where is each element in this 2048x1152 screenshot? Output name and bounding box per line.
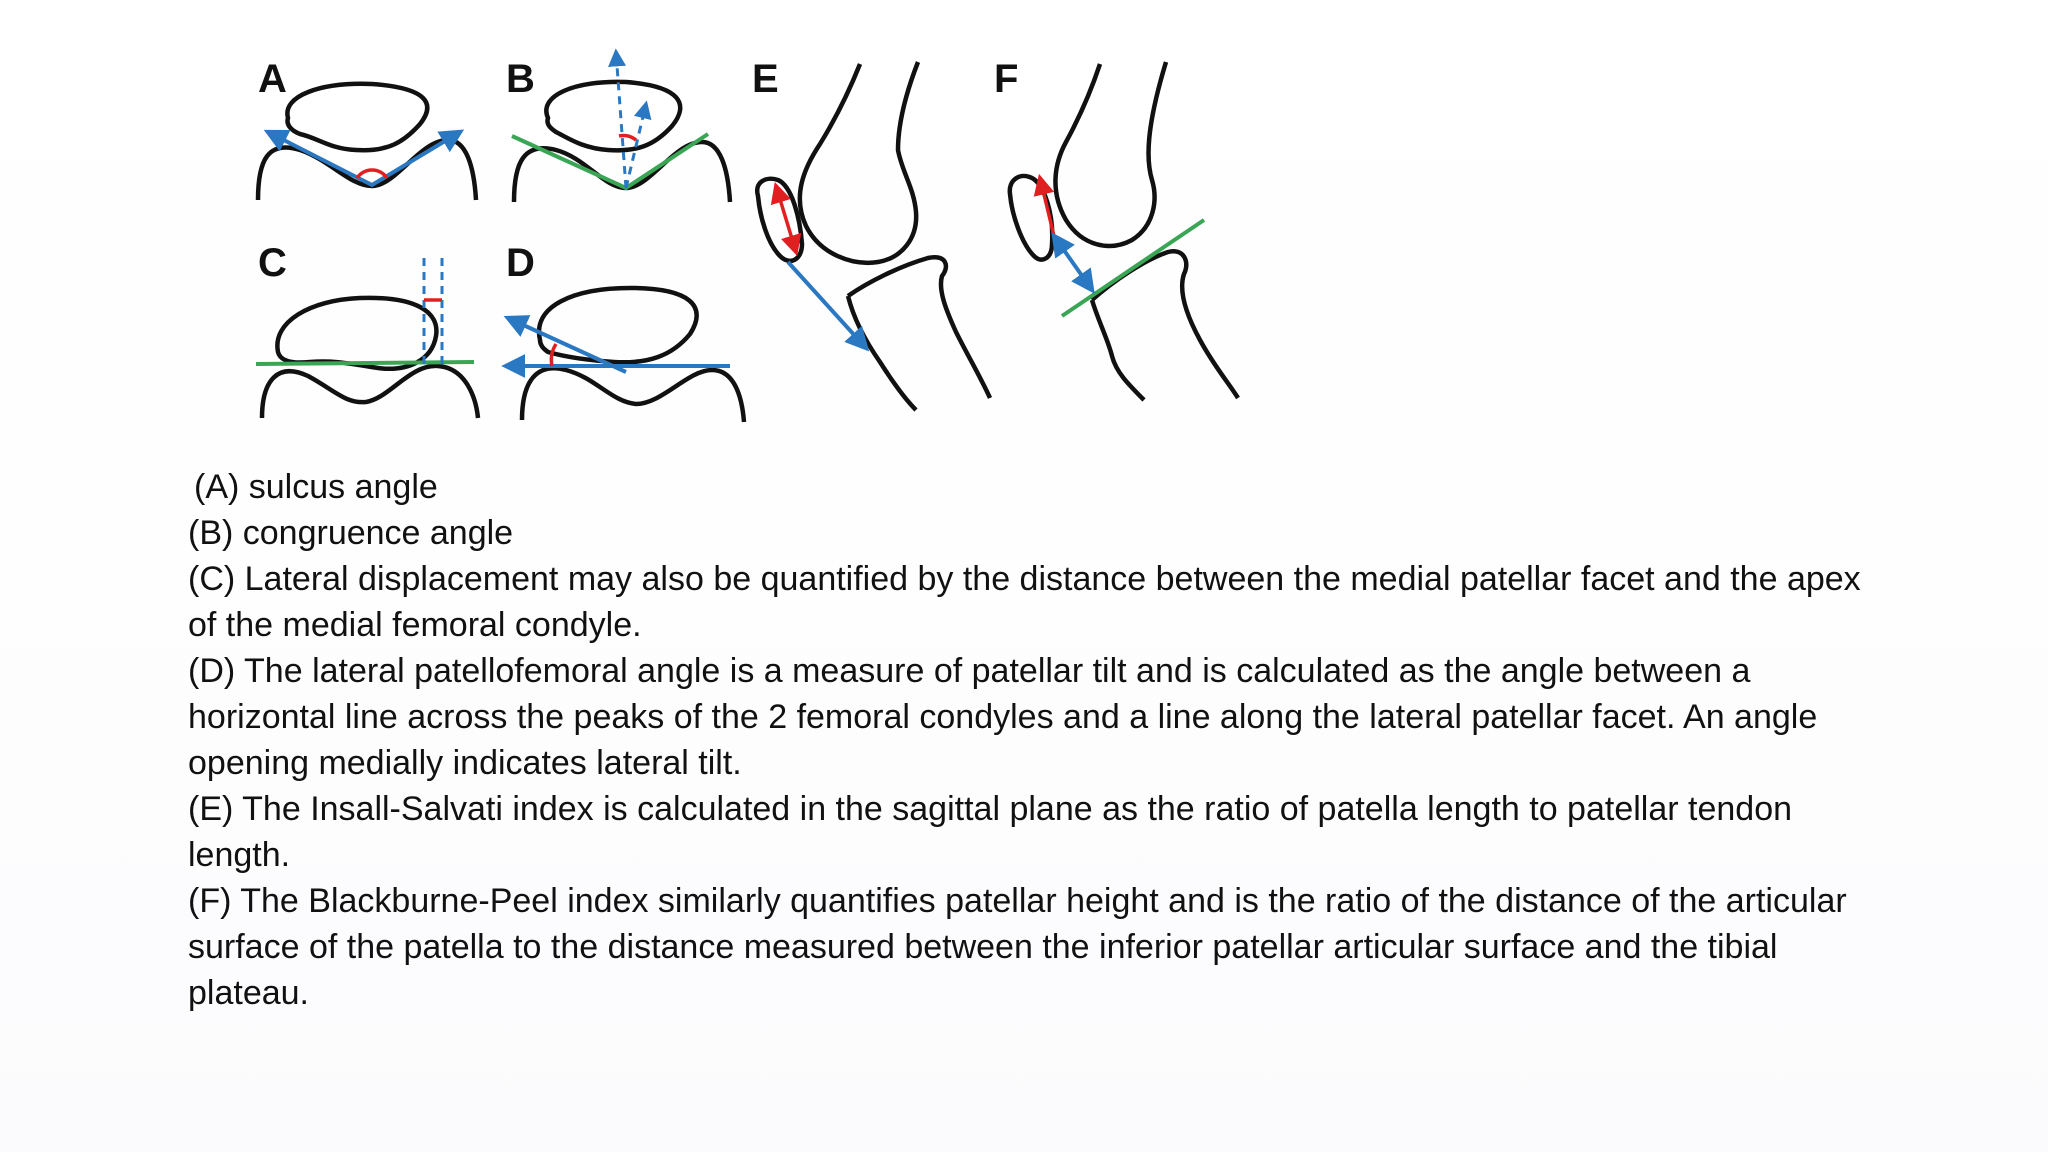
caption-c: (C) Lateral displacement may also be qua… <box>188 560 1861 644</box>
knee-measurement-figure: A B C D <box>255 48 1240 423</box>
patella-outline-a <box>285 81 430 153</box>
tendon-length-line-e <box>786 260 870 352</box>
sulcus-line-a <box>263 129 465 188</box>
panel-c: C <box>255 241 481 419</box>
panel-f: F <box>994 57 1240 402</box>
caption-b: (B) congruence angle <box>188 514 514 552</box>
patella-outline-f <box>1007 173 1055 262</box>
patella-outline-c <box>275 295 439 371</box>
panel-label-a: A <box>258 57 287 101</box>
bisector-line-b <box>608 48 628 189</box>
caption-d: (D) The lateral patellofemoral angle is … <box>188 652 1818 782</box>
patella-length-line-e <box>770 181 802 257</box>
congruence-angle-arc-b <box>618 133 638 142</box>
patella-outline-d <box>536 285 699 365</box>
panel-d: D <box>501 241 747 423</box>
patella-outline-e <box>754 176 805 264</box>
femur-outline-f <box>1053 61 1169 249</box>
panel-label-c: C <box>258 241 287 285</box>
height-distance-line-f <box>1051 232 1095 294</box>
caption-block: (A) sulcus angle (B) congruence angle (C… <box>188 464 1888 1016</box>
tibia-outline-f <box>1090 249 1240 400</box>
trochlear-line-b <box>511 132 710 191</box>
panel-a: A <box>255 57 479 201</box>
tibial-plateau-line-f <box>1060 218 1206 318</box>
caption-e: (E) The Insall-Salvati index is calculat… <box>188 790 1793 874</box>
panel-label-f: F <box>994 57 1018 101</box>
panel-e: E <box>752 57 993 412</box>
tibia-front-outline-f <box>1089 299 1146 402</box>
caption-a: (A) sulcus angle <box>194 468 438 506</box>
panel-label-e: E <box>752 57 779 101</box>
panel-b: B <box>506 48 733 203</box>
condyle-line-c <box>255 360 475 366</box>
patella-outline-b <box>544 79 683 153</box>
trochlea-outline-c <box>259 363 481 419</box>
articular-surface-line-f <box>1033 173 1056 237</box>
trochlea-outline-d <box>519 366 747 423</box>
facet-line-d <box>503 315 627 374</box>
caption-f: (F) The Blackburne-Peel index similarly … <box>188 882 1847 1012</box>
sulcus-angle-arc-a <box>355 168 389 180</box>
femur-outline-e <box>797 61 921 265</box>
tibia-outline-e <box>846 254 993 399</box>
tibia-front-outline-e <box>845 295 918 412</box>
panel-label-b: B <box>506 57 535 101</box>
apex-line-b <box>624 100 652 189</box>
panel-label-d: D <box>506 241 535 285</box>
tilt-angle-arc-d <box>549 343 558 367</box>
